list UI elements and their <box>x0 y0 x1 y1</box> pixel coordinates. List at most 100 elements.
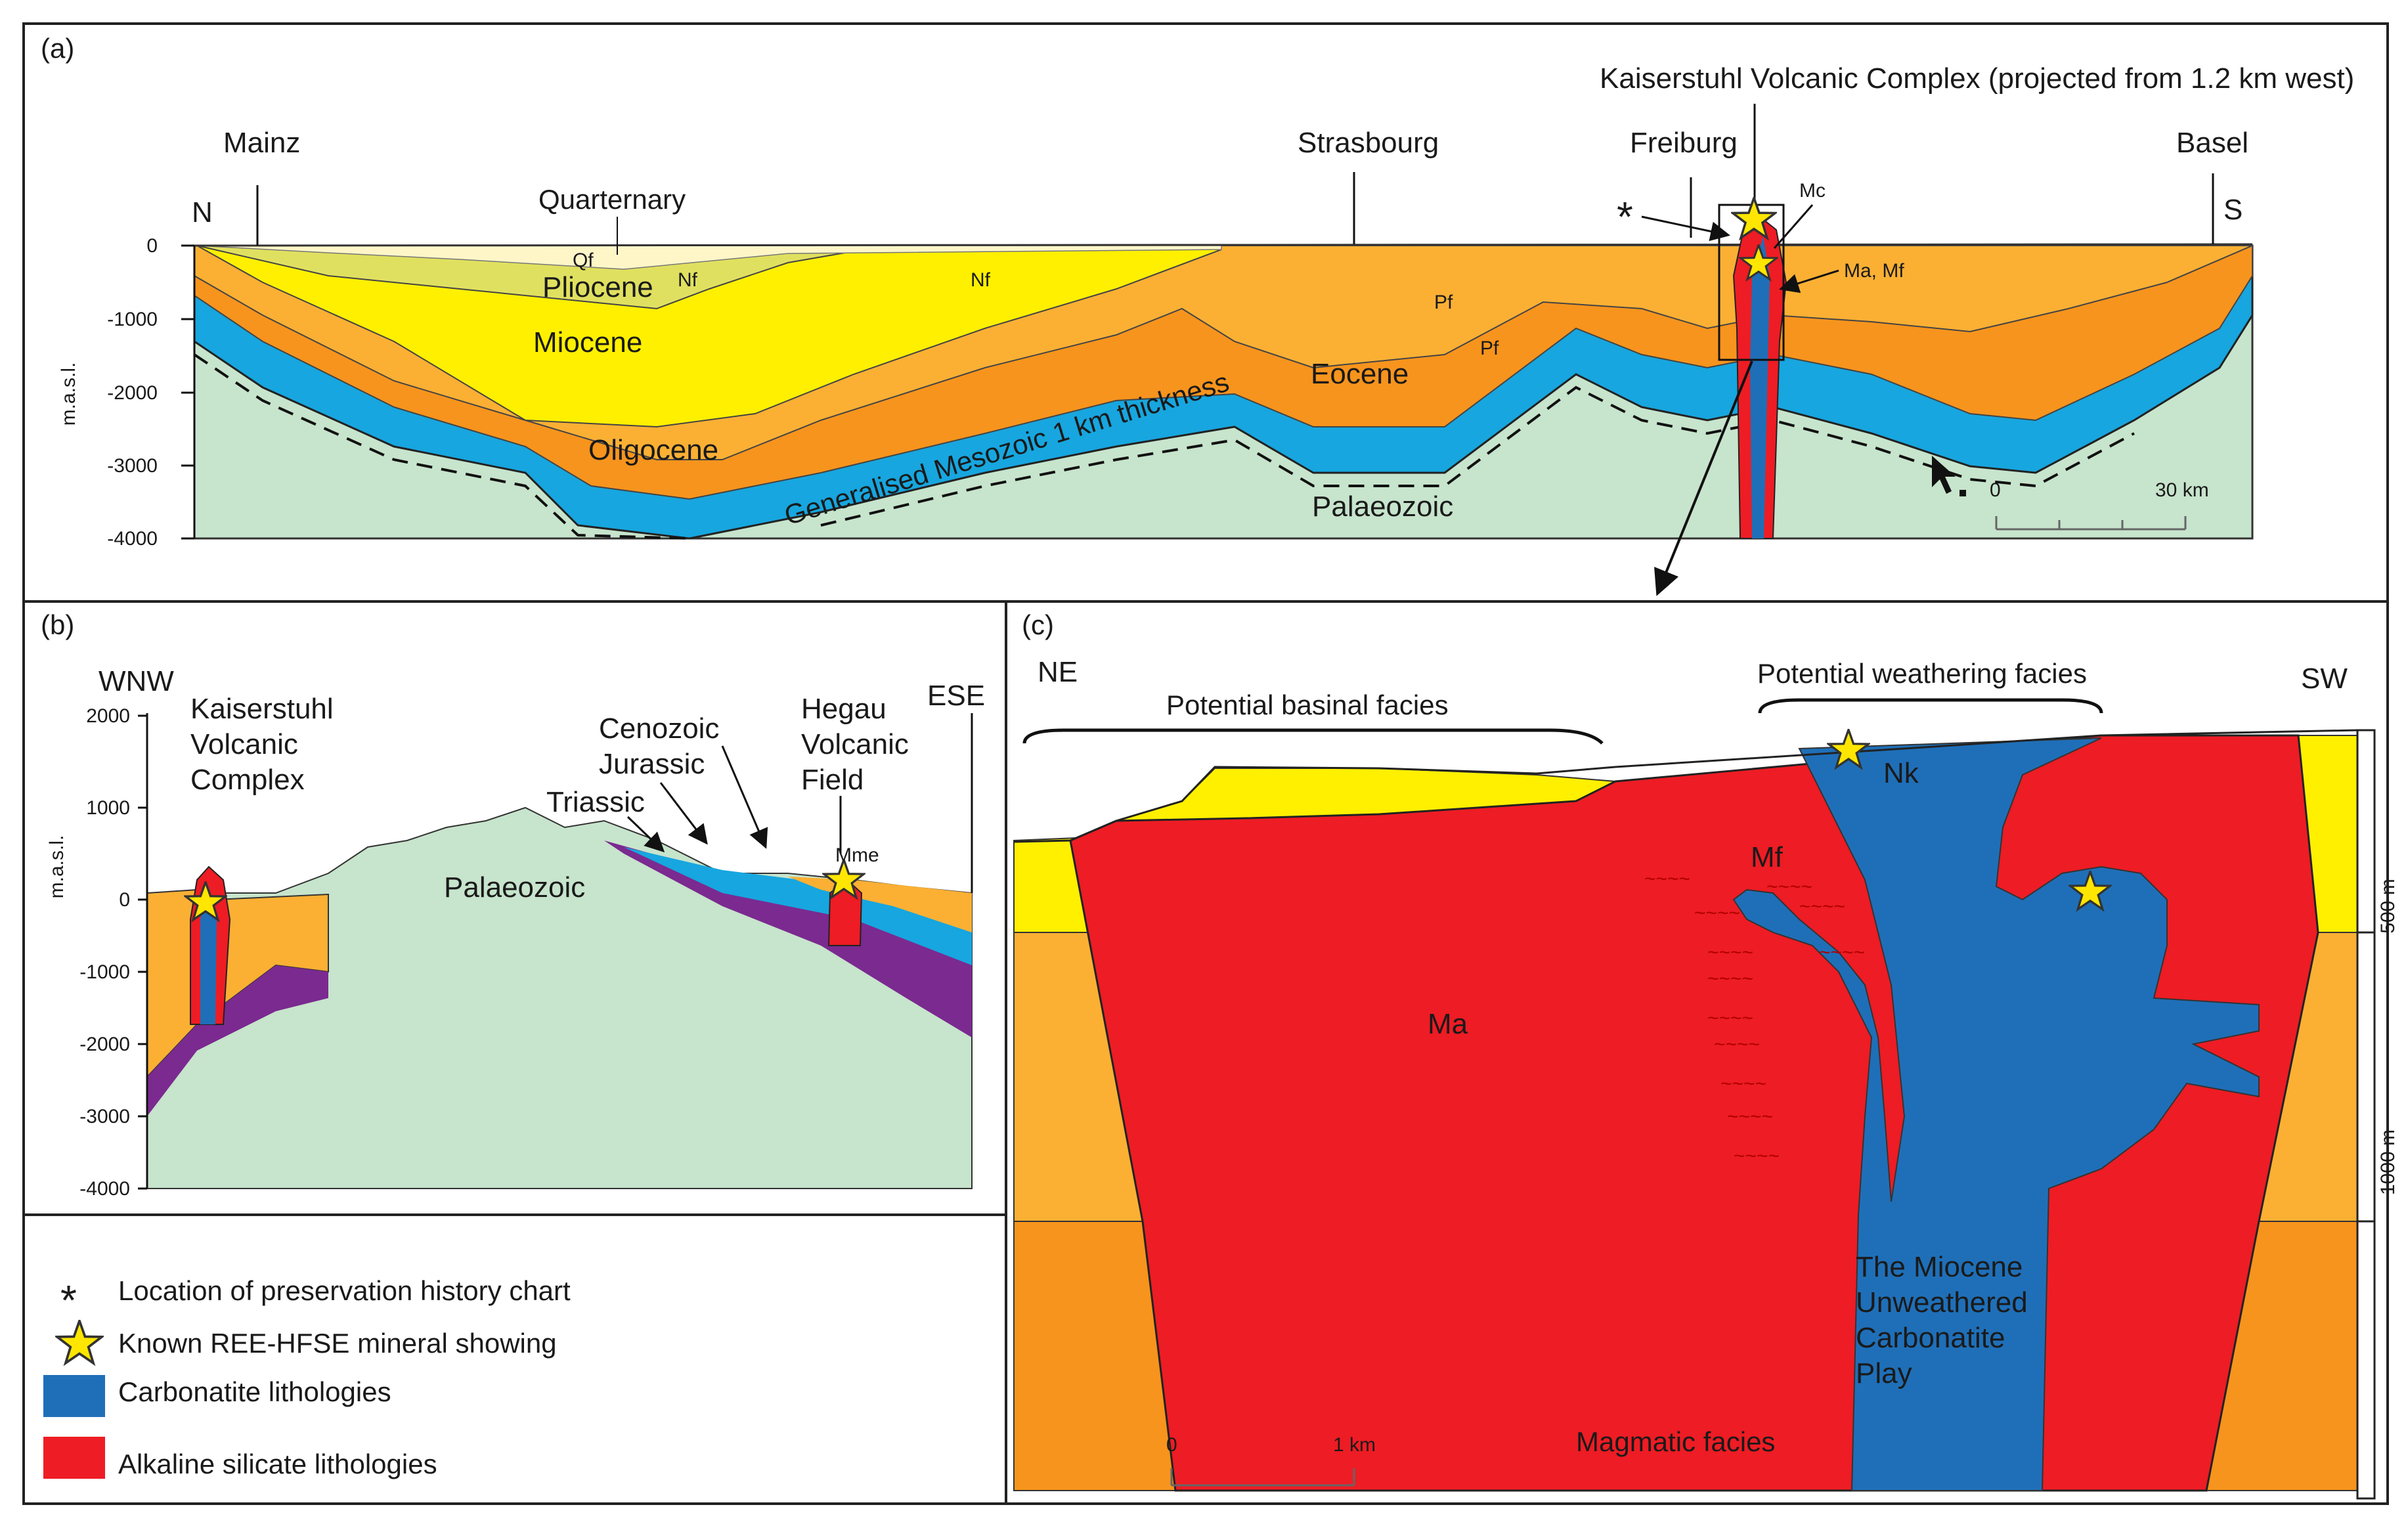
svg-text:~~~~: ~~~~ <box>1727 1106 1773 1127</box>
triassic-band-b <box>604 840 972 1037</box>
label-hegau: Hegau <box>801 693 887 725</box>
svg-text:~~~~: ~~~~ <box>1707 968 1753 990</box>
ne-label: NE <box>1038 656 1078 688</box>
y-axis-b: 2000 1000 0 -1000 -2000 -3000 -4000 m.a.… <box>46 705 973 1200</box>
legend-carbonatite-swatch <box>43 1375 105 1417</box>
svg-text:30 km: 30 km <box>2155 479 2209 501</box>
svg-text:0: 0 <box>1990 479 2001 501</box>
svg-text:~~~~: ~~~~ <box>1644 868 1690 890</box>
zoom-arrow <box>1654 360 1753 596</box>
triassic-arrow <box>626 816 665 853</box>
legend-asterisk-icon: * <box>60 1277 77 1324</box>
ese-label: ESE <box>927 680 985 712</box>
label-ma: Ma <box>1428 1008 1468 1040</box>
svg-text:~~~~: ~~~~ <box>1734 1145 1780 1167</box>
svg-text:0: 0 <box>119 889 130 911</box>
kaiserstuhl-carbonatite-b <box>200 886 217 1024</box>
svg-text:1000: 1000 <box>86 797 130 819</box>
svg-text:1000 m: 1000 m <box>2377 1129 2399 1195</box>
section-c <box>1013 729 2358 1492</box>
panel-b-label: (b) <box>41 609 74 640</box>
label-magmatic: Magmatic facies <box>1576 1426 1775 1457</box>
label-qf: Qf <box>573 250 594 271</box>
label-hegau: Volcanic <box>801 728 909 760</box>
panel-c: (c) NE SW Potential basinal facies Poten… <box>1005 600 2399 1505</box>
label-nk: Nk <box>1883 757 1919 789</box>
label-play: Unweathered <box>1856 1286 2028 1319</box>
kaiserstuhl-header: Kaiserstuhl Volcanic Complex (projected … <box>1600 62 2354 95</box>
label-kaiserstuhl-b: Kaiserstuhl <box>190 693 334 725</box>
label-ma-mf: Ma, Mf <box>1844 260 1904 282</box>
label-mme: Mme <box>835 844 879 866</box>
label-play: Play <box>1856 1357 1912 1389</box>
legend-alkaline-swatch <box>43 1437 105 1479</box>
wnw-label: WNW <box>99 665 174 697</box>
scale-bar-a: 0 30 km <box>1990 479 2209 531</box>
scale-bar-c: 0 1 km <box>1166 1434 1376 1487</box>
tick-label-a: -4000 <box>107 528 158 550</box>
svg-text:500 m: 500 m <box>2377 879 2399 933</box>
south-label: S <box>2223 194 2243 226</box>
city-markers: Mainz Strasbourg Freiburg Basel N S <box>192 127 2248 246</box>
label-palaeozoic-b: Palaeozoic <box>444 871 585 904</box>
city-mainz: Mainz <box>223 127 300 159</box>
panel-c-label: (c) <box>1022 609 1054 640</box>
mc-pointer <box>1773 204 1814 249</box>
svg-text:~~~~: ~~~~ <box>1707 942 1753 963</box>
panel-a-label: (a) <box>41 33 74 64</box>
svg-text:~~~~: ~~~~ <box>1766 876 1812 898</box>
label-play: Carbonatite <box>1856 1322 2005 1354</box>
tick-label-a: -2000 <box>107 382 158 404</box>
svg-text:~~~~: ~~~~ <box>1694 902 1740 924</box>
cursor-dot <box>1959 490 1966 496</box>
y-axis-title-a: m.a.s.l. <box>58 362 79 426</box>
svg-text:-3000: -3000 <box>79 1106 130 1127</box>
svg-text:-1000: -1000 <box>79 961 130 983</box>
section-a <box>193 204 2254 540</box>
carbonatite-body-c <box>1732 737 2260 1491</box>
surface-line-a <box>194 243 2253 247</box>
label-kaiserstuhl-b: Volcanic <box>190 728 298 760</box>
asterisk-a: * <box>1617 193 1633 240</box>
jurassic-arrow <box>659 782 708 845</box>
cursor-icon <box>1932 456 1956 494</box>
label-mf: Mf <box>1751 841 1784 873</box>
sw-label: SW <box>2301 663 2348 695</box>
svg-text:-2000: -2000 <box>79 1034 130 1055</box>
fluid-fabric-marks: ~~~~ ~~~~ ~~~~ ~~~~ ~~~~ ~~~~ ~~~~ ~~~~ … <box>1644 868 1865 1167</box>
tick-label-a: -3000 <box>107 455 158 477</box>
label-pf: Pf <box>1480 338 1499 359</box>
label-mc: Mc <box>1799 180 1826 202</box>
legend: * Location of preservation history chart… <box>22 1213 1007 1505</box>
carbonatite-intrusion-a <box>1750 236 1770 538</box>
depth-scale-c: 500 m 1000 m <box>2356 729 2399 1500</box>
city-strasbourg: Strasbourg <box>1298 127 1439 159</box>
panel-b: (b) 2000 1000 0 -1000 <box>22 600 1007 1216</box>
label-nf: Nf <box>971 269 991 291</box>
mesozoic-b <box>147 965 328 1116</box>
label-nf: Nf <box>678 269 698 291</box>
svg-text:~~~~: ~~~~ <box>1819 942 1865 963</box>
svg-text:1 km: 1 km <box>1333 1434 1376 1456</box>
svg-text:-4000: -4000 <box>79 1178 130 1200</box>
y-axis-a: 0 -1000 -2000 -3000 -4000 m.a.s.l. <box>58 235 196 550</box>
section-b <box>146 806 973 1189</box>
svg-text:0: 0 <box>1166 1434 1177 1456</box>
label-basinal: Potential basinal facies <box>1166 689 1449 720</box>
basinal-brace <box>1022 728 1604 745</box>
surface-line-c <box>1013 729 2358 843</box>
tick-label-a: 0 <box>146 235 158 257</box>
label-palaeozoic: Palaeozoic <box>1312 491 1453 523</box>
label-eocene: Eocene <box>1311 358 1409 390</box>
cenozoic-arrow <box>721 745 768 849</box>
svg-text:m.a.s.l.: m.a.s.l. <box>46 835 68 899</box>
label-play: The Miocene <box>1856 1251 2023 1283</box>
tick-label-a: -1000 <box>107 309 158 330</box>
svg-text:2000: 2000 <box>86 705 130 727</box>
mamf-arrow <box>1779 269 1839 294</box>
label-quarternary: Quarternary <box>538 184 686 215</box>
legend-text: Carbonatite lithologies <box>118 1376 391 1407</box>
label-miocene: Miocene <box>533 326 642 359</box>
svg-text:~~~~: ~~~~ <box>1714 1034 1760 1055</box>
